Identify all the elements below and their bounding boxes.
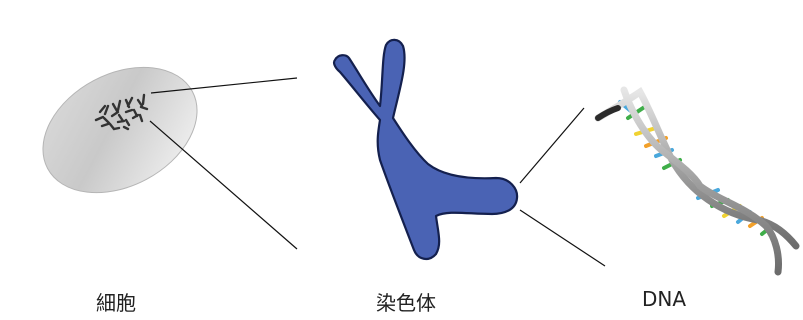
connector-chromosome-upper [520,108,584,183]
connector-cell-lower [150,121,297,249]
connector-chromosome-lower [520,210,605,266]
chromosome-label: 染色体 [376,287,436,316]
dna-helix-illustration [598,90,796,272]
dna-backbone-b [624,90,779,272]
dna-backbone-end-dark [598,108,618,118]
cell-illustration [21,42,218,218]
chromosome-shape [334,40,517,259]
cell-label: 細胞 [96,287,136,316]
cell-membrane [21,42,218,218]
chromosome-illustration [334,40,517,259]
dna-label: DNA [642,287,686,311]
